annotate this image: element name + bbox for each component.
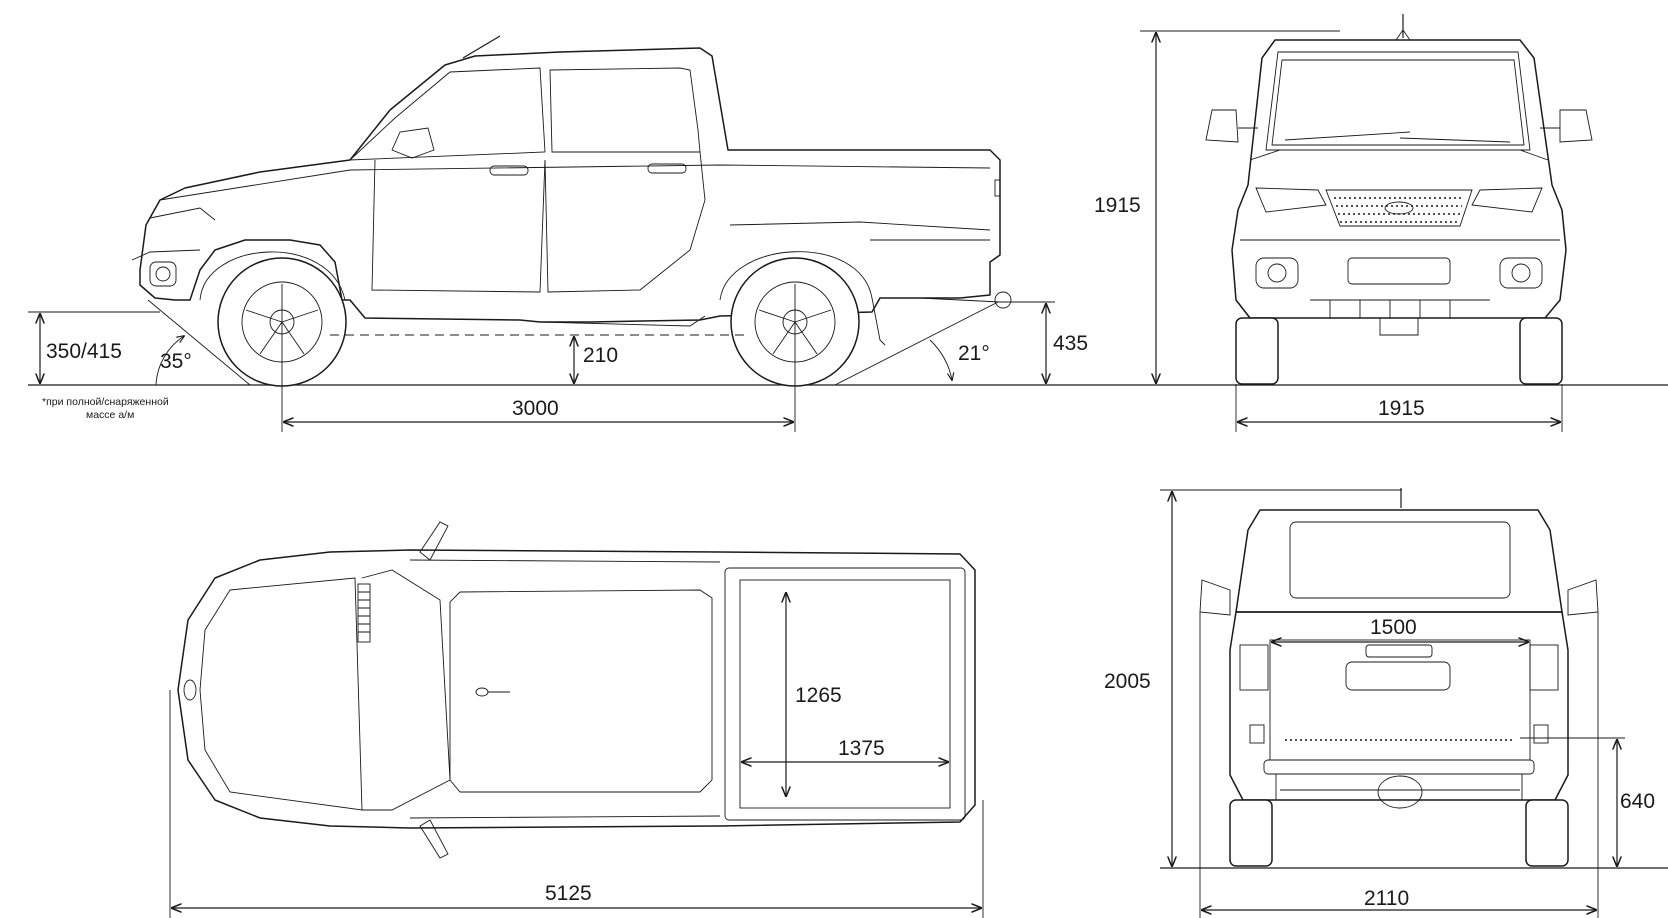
rear-window bbox=[1289, 521, 1511, 599]
bed-inner-width-label: 1500 bbox=[1370, 616, 1417, 639]
front-body-outline bbox=[1231, 39, 1567, 319]
top-body-outline bbox=[177, 549, 976, 829]
bed-length-label: 1265 bbox=[795, 684, 842, 707]
departure-angle-label: 21° bbox=[958, 342, 990, 365]
front-width-label: 1915 bbox=[1378, 397, 1425, 420]
front-grille bbox=[1325, 189, 1473, 227]
rear-view: 2005 1500 640 2110 bbox=[1104, 488, 1668, 918]
top-view: 1265 1375 5125 bbox=[169, 521, 984, 918]
front-height-label: 1915 bbox=[1094, 194, 1141, 217]
wheelbase-label: 3000 bbox=[512, 397, 559, 420]
approach-angle-label: 35° bbox=[160, 350, 192, 373]
front-plate bbox=[1347, 257, 1451, 285]
side-body-outline bbox=[139, 47, 1001, 323]
cargo-bed bbox=[724, 567, 966, 821]
overall-length-label: 5125 bbox=[545, 882, 592, 905]
mirror-width-label: 2110 bbox=[1364, 887, 1409, 910]
tailgate-height-label: 640 bbox=[1620, 790, 1655, 813]
rear-plate bbox=[1345, 661, 1451, 691]
rear-height-label: 2005 bbox=[1104, 670, 1151, 693]
underbody-clearance-label: 210 bbox=[583, 344, 618, 367]
front-view: 1915 1915 bbox=[1094, 14, 1593, 432]
rear-canopy bbox=[1235, 509, 1563, 613]
footnote-line1: *при полной/снаряженной bbox=[42, 396, 169, 408]
ground-clearance-label: 350/415 bbox=[46, 340, 122, 363]
bed-width-label: 1375 bbox=[838, 737, 885, 760]
footnote-line2: массе а/м bbox=[86, 409, 134, 421]
side-view: 350/415 35° 210 3000 21° 435 *при полной… bbox=[28, 35, 1668, 432]
rear-height-label: 435 bbox=[1053, 332, 1088, 355]
